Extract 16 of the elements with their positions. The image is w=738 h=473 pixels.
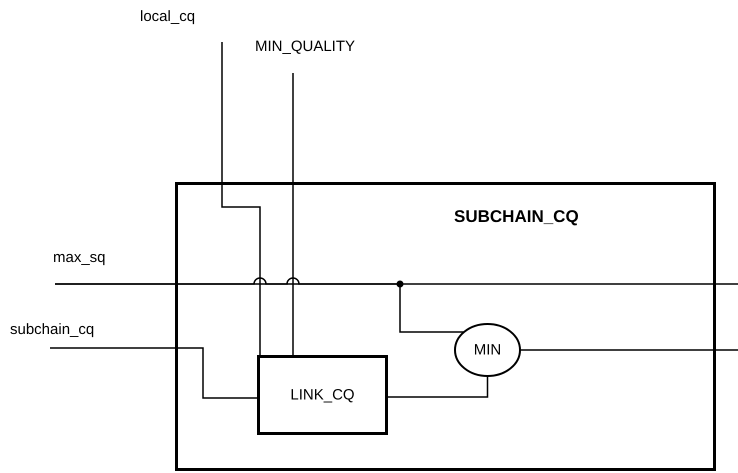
signal-name: local_cq — [140, 8, 196, 25]
signal-line — [388, 376, 488, 398]
signal-line — [55, 283, 464, 333]
signal-line — [50, 347, 257, 399]
box-label: MIN — [474, 342, 502, 358]
function-ellipse — [454, 323, 521, 377]
signal-line — [520, 349, 738, 351]
box-title: SUBCHAIN_CQ — [454, 207, 579, 227]
signal-name: max_sq — [53, 249, 106, 266]
process-box — [257, 355, 388, 435]
signal-name: subchain_cq — [10, 321, 94, 338]
box-label: LINK_CQ — [290, 386, 355, 404]
subsystem-box — [175, 182, 716, 471]
signal-line — [221, 42, 261, 355]
signal-name: MIN_QUALITY — [255, 38, 356, 55]
signal-line — [292, 72, 294, 355]
